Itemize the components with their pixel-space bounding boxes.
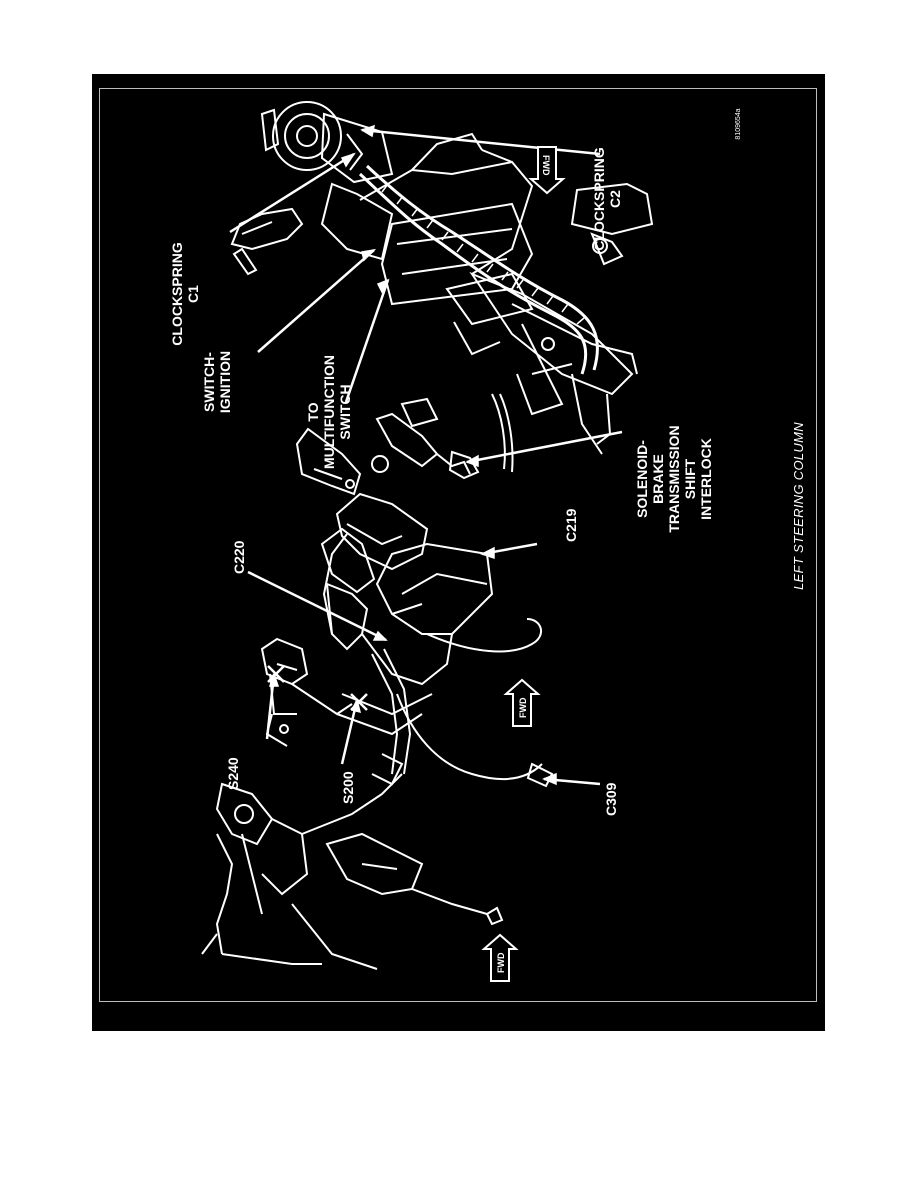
label-to-multifunction-switch: TO MULTIFUNCTION SWITCH bbox=[305, 355, 353, 469]
diagram-panel: FWD FWD FWD CLOCKSPRING C2 CLOCKSPRING C… bbox=[92, 74, 825, 1031]
svg-text:8109654a: 8109654a bbox=[735, 108, 742, 139]
svg-text:LEFT STEERING COLUMN: LEFT STEERING COLUMN bbox=[791, 422, 806, 590]
leader-lines bbox=[229, 128, 623, 786]
label-clockspring-c1: CLOCKSPRING C1 bbox=[169, 242, 201, 346]
svg-text:MULTIFUNCTION: MULTIFUNCTION bbox=[321, 355, 337, 469]
svg-text:INTERLOCK: INTERLOCK bbox=[698, 438, 714, 520]
label-switch-ignition: SWITCH- IGNITION bbox=[201, 351, 233, 413]
svg-text:SHIFT: SHIFT bbox=[682, 458, 698, 499]
mounting-bracket bbox=[260, 637, 353, 747]
svg-text:IGNITION: IGNITION bbox=[217, 351, 233, 413]
svg-text:C219: C219 bbox=[563, 508, 579, 542]
svg-text:TRANSMISSION: TRANSMISSION bbox=[666, 425, 682, 532]
label-c309: C309 bbox=[603, 782, 619, 816]
svg-text:S240: S240 bbox=[225, 757, 241, 790]
svg-text:TO: TO bbox=[305, 402, 321, 421]
svg-text:SOLENOID-: SOLENOID- bbox=[634, 440, 650, 518]
steering-column-diagram: FWD FWD FWD CLOCKSPRING C2 CLOCKSPRING C… bbox=[169, 101, 806, 982]
svg-text:BRAKE: BRAKE bbox=[650, 454, 666, 504]
label-clockspring-c2: CLOCKSPRING C2 bbox=[591, 147, 623, 251]
svg-text:CLOCKSPRING: CLOCKSPRING bbox=[169, 242, 185, 346]
fwd-arrow: FWD bbox=[528, 146, 566, 195]
label-c219: C219 bbox=[563, 508, 579, 542]
label-s200: S200 bbox=[340, 771, 356, 804]
fwd-arrow: FWD bbox=[503, 678, 541, 727]
svg-text:C309: C309 bbox=[603, 782, 619, 816]
svg-text:S200: S200 bbox=[340, 771, 356, 804]
diagram-caption: LEFT STEERING COLUMN bbox=[791, 422, 806, 590]
splice-marks bbox=[267, 665, 368, 711]
dash-structure bbox=[201, 753, 504, 970]
svg-text:SWITCH: SWITCH bbox=[337, 384, 353, 439]
label-solenoid-brake: SOLENOID- BRAKE TRANSMISSION SHIFT INTER… bbox=[634, 425, 714, 532]
svg-text:CLOCKSPRING: CLOCKSPRING bbox=[591, 147, 607, 251]
svg-text:C1: C1 bbox=[185, 285, 201, 303]
label-s240: S240 bbox=[225, 757, 241, 790]
fwd-arrow-label: FWD bbox=[496, 952, 506, 973]
diagram-frame bbox=[99, 88, 817, 1002]
interlock-solenoid bbox=[295, 393, 514, 496]
label-c220: C220 bbox=[231, 540, 247, 574]
wire-harness bbox=[358, 164, 599, 375]
svg-text:C2: C2 bbox=[607, 190, 623, 208]
steering-column-assembly bbox=[230, 101, 654, 455]
connector-block bbox=[320, 492, 542, 775]
fwd-arrow: FWD bbox=[481, 933, 519, 982]
svg-text:SWITCH-: SWITCH- bbox=[201, 352, 217, 412]
fwd-arrow-label: FWD bbox=[541, 155, 551, 176]
svg-text:C220: C220 bbox=[231, 540, 247, 574]
figure-id: 8109654a bbox=[735, 108, 742, 139]
fwd-arrow-label: FWD bbox=[518, 697, 528, 718]
